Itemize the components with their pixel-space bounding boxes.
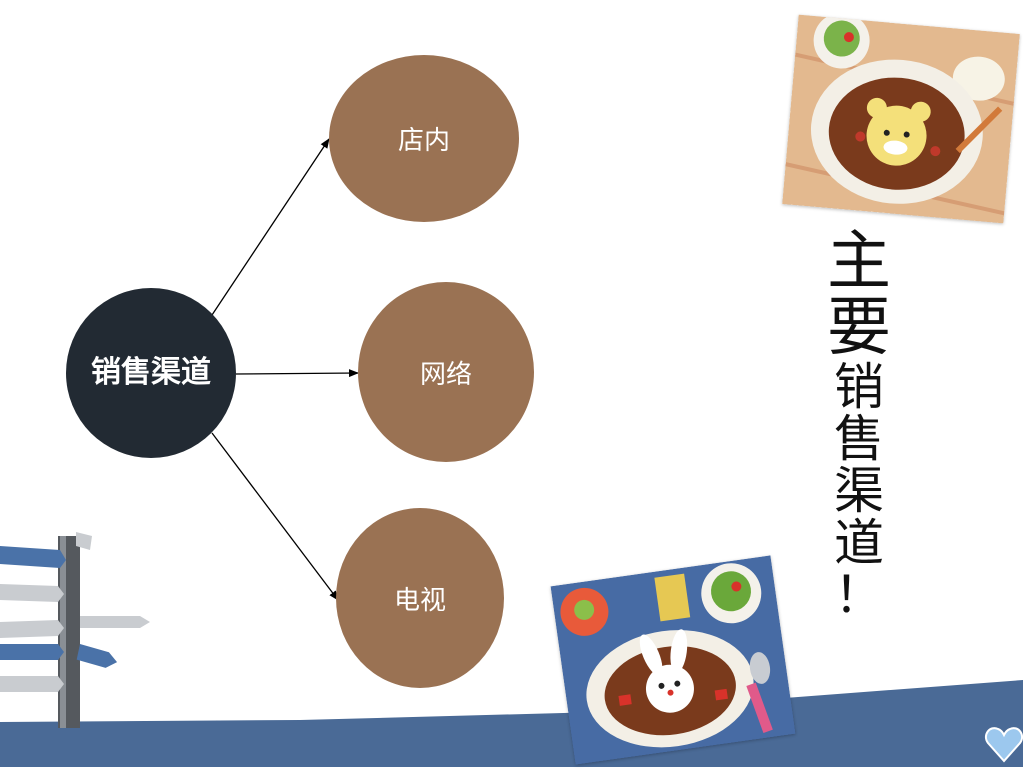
channel-label-tv: 电视 <box>393 585 446 616</box>
side-title-char: 道 <box>834 514 884 572</box>
channel-node-tv: 电视 <box>336 508 504 688</box>
channel-label-store: 店内 <box>397 126 450 156</box>
food-photo-bunny-curry <box>550 555 796 765</box>
side-title-char: 要 <box>827 291 891 365</box>
hub-label: 销售渠道 <box>91 355 211 390</box>
food-photo-tiger-curry <box>782 14 1020 224</box>
channel-node-store: 店内 <box>329 55 519 222</box>
arrow-to-channel-2 <box>235 369 359 378</box>
side-title-char: ！ <box>834 566 884 624</box>
channel-label-online: 网络 <box>419 359 472 390</box>
side-title-char: 渠 <box>834 462 884 520</box>
arrow-to-channel-1 <box>211 138 330 316</box>
side-title: 主 要 销 售 渠 道 ！ <box>822 230 896 622</box>
side-title-char: 主 <box>827 225 891 299</box>
side-title-char: 销 <box>834 358 884 416</box>
channel-node-online: 网络 <box>358 282 534 462</box>
heart-icon <box>984 725 1023 765</box>
signpost-icon <box>0 528 160 728</box>
arrow-to-channel-3 <box>211 432 339 601</box>
hub-node: 销售渠道 <box>66 288 236 458</box>
side-title-char: 售 <box>834 410 884 468</box>
